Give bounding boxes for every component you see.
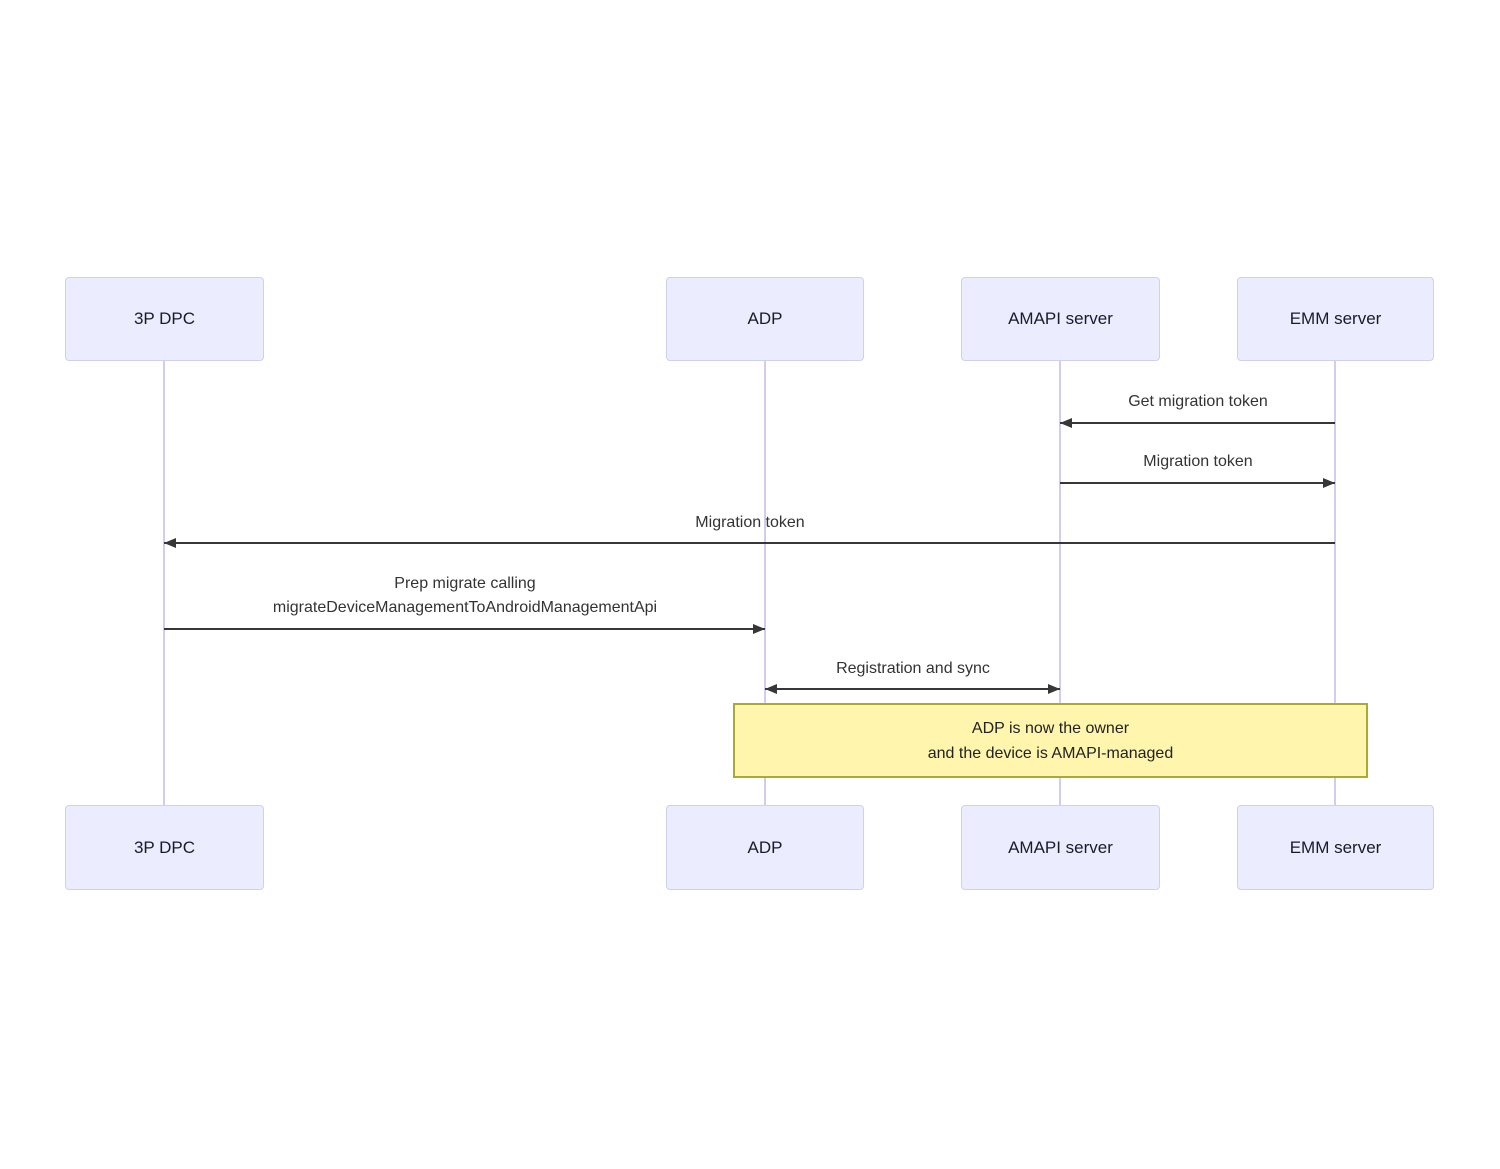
lifeline-amapi-server xyxy=(1059,361,1061,805)
message-arrow-prep-migrate xyxy=(164,624,765,634)
actor-label: EMM server xyxy=(1289,837,1382,857)
message-label-registration-and-sync: Registration and sync xyxy=(836,660,990,677)
actor-label: EMM server xyxy=(1289,309,1382,328)
message-label-get-migration-token: Get migration token xyxy=(1128,393,1268,410)
actor-label: 3P DPC xyxy=(133,837,196,857)
message-arrow-migration-token-to-emm xyxy=(1060,478,1335,488)
lifeline-3p-dpc xyxy=(163,361,165,805)
actor-label: ADP xyxy=(747,309,783,328)
actor-bottom-3p-dpc: 3P DPC xyxy=(65,805,264,890)
actor-bottom-amapi-server: AMAPI server xyxy=(961,805,1160,890)
actor-label: ADP xyxy=(747,837,783,857)
lifeline-adp xyxy=(764,361,766,805)
lifeline-emm-server xyxy=(1334,361,1336,805)
message-label-migration-token-to-dpc: Migration token xyxy=(695,514,805,531)
actor-top-adp: ADP xyxy=(666,277,864,361)
message-arrow-get-migration-token xyxy=(1060,418,1335,428)
actor-bottom-adp: ADP xyxy=(666,805,864,890)
actor-label: 3P DPC xyxy=(133,309,196,328)
message-arrow-registration-and-sync xyxy=(765,684,1060,694)
actor-label: AMAPI server xyxy=(1008,309,1113,328)
message-label-migration-token-to-emm: Migration token xyxy=(1143,453,1253,470)
note-adp-owner: ADP is now the owner and the device is A… xyxy=(733,703,1368,778)
message-arrow-migration-token-to-dpc xyxy=(164,538,1335,548)
actor-bottom-emm-server: EMM server xyxy=(1237,805,1434,890)
message-label-prep-migrate: Prep migrate calling migrateDeviceManage… xyxy=(272,575,658,616)
actor-top-amapi-server: AMAPI server xyxy=(961,277,1160,361)
actor-top-3p-dpc: 3P DPC xyxy=(65,277,264,361)
actor-top-emm-server: EMM server xyxy=(1237,277,1434,361)
actor-label: AMAPI server xyxy=(1008,837,1113,857)
